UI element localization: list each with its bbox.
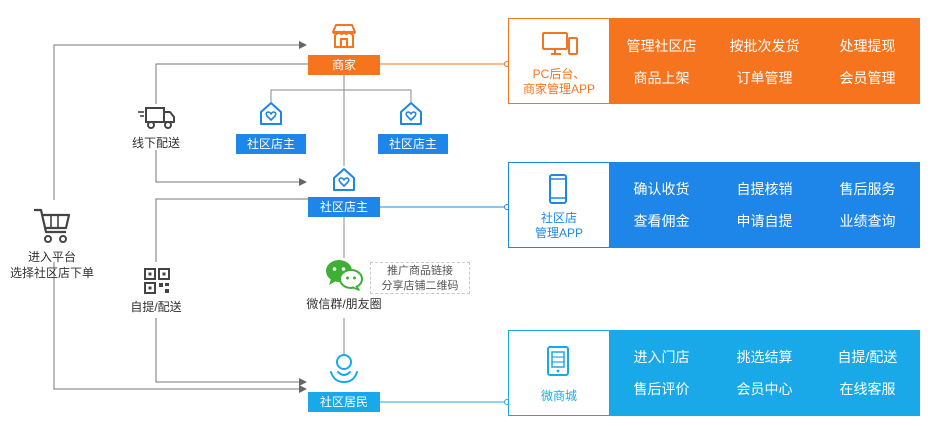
feature-item: 进入门店 [633, 349, 690, 365]
store-owner-right-node: 社区店主 [378, 134, 448, 154]
feature-item: 在线客服 [839, 381, 896, 397]
feature-item: 会员管理 [839, 70, 896, 86]
resident-person-icon [328, 352, 360, 386]
resident-panel: 微商城 进入门店 挑选结算 自提/配送 售后评价 会员中心 在线客服 [508, 330, 920, 416]
resident-feature-grid: 进入门店 挑选结算 自提/配送 售后评价 会员中心 在线客服 [610, 330, 920, 416]
feature-item: 按批次发货 [729, 38, 800, 54]
store-owner-feature-grid: 确认收货 自提核销 售后服务 查看佣金 申请自提 业绩查询 [610, 162, 920, 248]
store-owner-panel-caption2: 管理APP [534, 226, 583, 240]
pickup-line-upper [155, 198, 322, 262]
storefront-icon [330, 22, 358, 50]
shopping-cart-icon [32, 204, 72, 246]
offline-delivery-line-lower [155, 150, 307, 186]
merchant-panel: PC后台、 商家管理APP 管理社区店 按批次发货 处理提现 商品上架 订单管理… [508, 18, 920, 104]
feature-item: 确认收货 [633, 181, 690, 197]
tablet-icon [545, 345, 571, 377]
wechat-icon [324, 258, 364, 292]
store-owner-main-node: 社区店主 [308, 197, 380, 217]
merchant-panel-side: PC后台、 商家管理APP [508, 18, 610, 104]
pickup-line-lower [155, 318, 307, 386]
feature-item: 管理社区店 [626, 38, 697, 54]
promo-line2: 分享店铺二维码 [381, 280, 459, 292]
platform-to-resident-line [53, 262, 307, 393]
resident-node: 社区居民 [308, 392, 380, 412]
feature-item: 申请自提 [736, 213, 793, 229]
phone-icon [547, 173, 569, 205]
feature-item: 订单管理 [736, 70, 793, 86]
feature-item: 自提/配送 [837, 349, 898, 365]
resident-panel-side: 微商城 [508, 330, 610, 416]
feature-item: 会员中心 [736, 381, 793, 397]
qr-code-icon [144, 268, 170, 294]
promo-line1: 推广商品链接 [387, 265, 453, 277]
merchant-node: 商家 [308, 55, 380, 75]
feature-item: 售后服务 [839, 181, 896, 197]
branch-to-side-owners [270, 89, 412, 102]
feature-item: 商品上架 [633, 70, 690, 86]
feature-item: 业绩查询 [839, 213, 896, 229]
store-owner-panel-side: 社区店 管理APP [508, 162, 610, 248]
resident-panel-caption: 微商城 [540, 389, 577, 403]
feature-item: 查看佣金 [633, 213, 690, 229]
home-heart-icon [258, 100, 284, 126]
home-heart-icon [331, 166, 357, 192]
wechat-label: 微信群/朋友圈 [306, 297, 382, 311]
home-heart-icon [398, 100, 424, 126]
store-owner-left-node: 社区店主 [236, 134, 306, 154]
store-owner-panel-caption1: 社区店 [540, 211, 577, 225]
feature-item: 处理提现 [839, 38, 896, 54]
feature-item: 售后评价 [633, 381, 690, 397]
feature-item: 自提核销 [736, 181, 793, 197]
promo-box: 推广商品链接 分享店铺二维码 [370, 262, 470, 294]
offline-delivery-label: 线下配送 [131, 136, 180, 150]
merchant-panel-caption1: PC后台、 [532, 67, 586, 81]
pickup-delivery-label: 自提/配送 [130, 300, 182, 314]
delivery-truck-icon [138, 104, 176, 132]
offline-delivery-line [155, 63, 320, 104]
platform-label-line1: 进入平台 [27, 250, 76, 264]
feature-item: 挑选结算 [736, 349, 793, 365]
platform-to-merchant-line [53, 41, 307, 200]
store-owner-panel: 社区店 管理APP 确认收货 自提核销 售后服务 查看佣金 申请自提 业绩查询 [508, 162, 920, 248]
platform-label-line2: 选择社区店下单 [9, 266, 94, 280]
merchant-feature-grid: 管理社区店 按批次发货 处理提现 商品上架 订单管理 会员管理 [610, 18, 920, 104]
monitor-phone-icon [541, 30, 579, 58]
merchant-panel-caption2: 商家管理APP [522, 82, 595, 96]
